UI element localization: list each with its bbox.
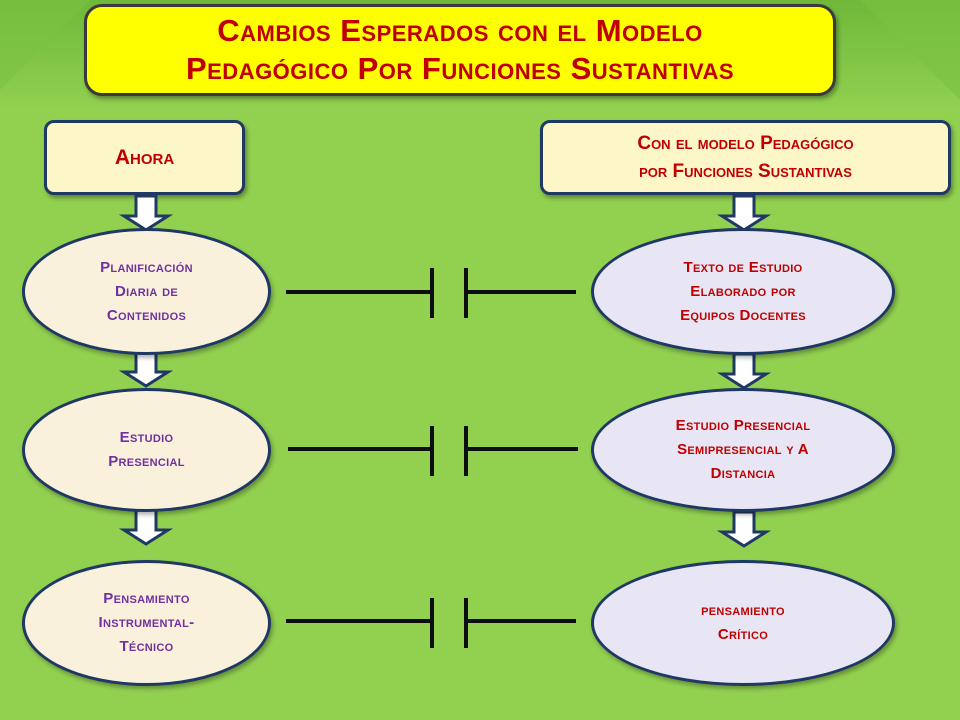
down-arrow-icon: [122, 194, 170, 232]
slide-title: Cambios Esperados con el Modelo Pedagógi…: [84, 4, 836, 96]
opposition-connector-1: [286, 268, 576, 318]
node-text-line: Técnico: [119, 638, 174, 655]
node-text-line: Planificación: [100, 258, 193, 276]
title-line-2: Pedagógico Por Funciones Sustantivas: [185, 51, 735, 86]
down-arrow-icon: [720, 352, 768, 390]
node-text-line: Instrumental-: [98, 614, 195, 631]
node-text-line: Equipos Docentes: [680, 306, 806, 324]
node-text-line: Pensamiento: [103, 590, 190, 607]
node-text-line: pensamiento: [701, 602, 785, 619]
node-text-line: Crítico: [717, 626, 769, 643]
right-node-study-modes: Estudio Presencial Semipresencial y A Di…: [591, 388, 895, 512]
node-text-line: Estudio Presencial: [675, 417, 811, 434]
down-arrow-icon: [122, 508, 170, 546]
header-new-model: Con el modelo Pedagógico por Funciones S…: [540, 120, 951, 195]
header-now: Ahora: [44, 120, 245, 195]
opposition-connector-2: [288, 426, 578, 476]
header-new-model-line-2: por Funciones Sustantivas: [639, 160, 852, 182]
down-arrow-icon: [720, 510, 768, 548]
header-new-model-line-1: Con el modelo Pedagógico: [637, 132, 854, 154]
down-arrow-icon: [720, 194, 768, 232]
node-text-line: Texto de Estudio: [683, 258, 803, 276]
node-text-line: Contenidos: [106, 306, 187, 324]
left-node-thinking: Pensamiento Instrumental- Técnico: [22, 560, 271, 686]
node-text-line: Semipresencial y A: [677, 441, 809, 458]
title-line-1: Cambios Esperados con el Modelo: [217, 13, 703, 48]
node-text-line: Presencial: [108, 453, 185, 470]
node-text-line: Distancia: [710, 465, 776, 482]
node-text-line: Estudio: [119, 429, 174, 446]
down-arrow-icon: [122, 350, 170, 388]
right-node-critical-thinking: pensamiento Crítico: [591, 560, 895, 686]
opposition-connector-3: [286, 598, 576, 648]
node-text-line: Elaborado por: [690, 282, 796, 300]
node-text-line: Diaria de: [115, 282, 178, 300]
header-now-label: Ahora: [114, 145, 175, 169]
left-node-study: Estudio Presencial: [22, 388, 271, 512]
right-node-study-text: Texto de Estudio Elaborado por Equipos D…: [591, 228, 895, 355]
left-node-planning: Planificación Diaria de Contenidos: [22, 228, 271, 355]
